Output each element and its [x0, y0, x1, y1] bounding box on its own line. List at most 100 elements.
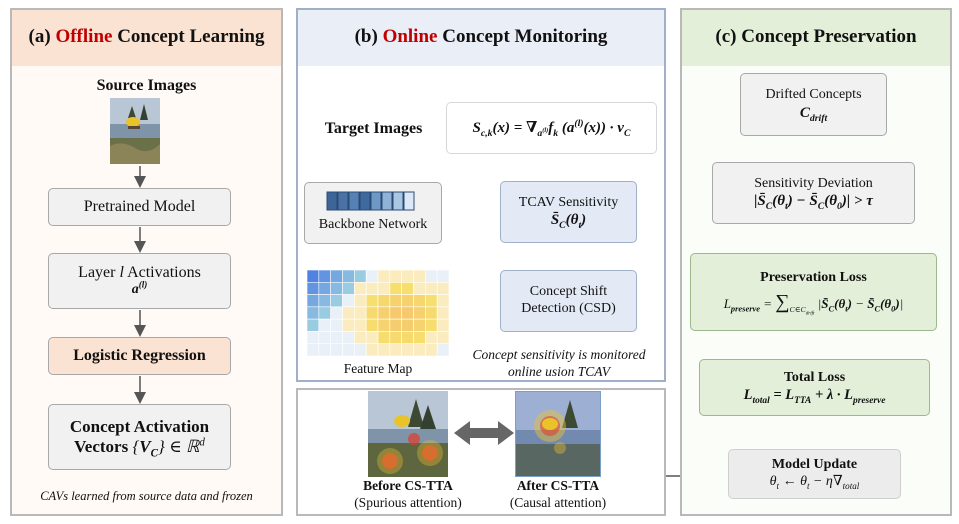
- sensitivity-deviation-formula: |S̄C(θt) − S̄C(θ0)| > τ: [754, 193, 873, 213]
- feature-map-cell: [342, 318, 355, 332]
- feature-map-cell: [354, 281, 367, 295]
- panel-a-title: (a) Offline Concept Learning: [28, 26, 265, 47]
- feature-map-cell: [330, 269, 343, 283]
- feature-map-cell: [354, 318, 367, 332]
- cav-box: Concept Activation Vectors {VC} ∈ ℝd: [48, 404, 231, 470]
- feature-map-cell: [401, 306, 414, 320]
- feature-map-cell: [425, 331, 438, 345]
- double-arrow-icon: [454, 421, 514, 445]
- before-cs-tta-image: [368, 391, 448, 477]
- feature-map-cell: [436, 269, 450, 283]
- activation-formula: a(l): [131, 279, 148, 298]
- feature-map-cell: [377, 269, 391, 283]
- sensitivity-formula: Sc,k(x) = ∇a(l)fk (a(l)(x)) · vC: [472, 118, 631, 139]
- panel-a-header: [12, 10, 281, 66]
- feature-map-cell: [306, 331, 320, 345]
- feature-map-cell: [413, 318, 426, 332]
- feature-map-cell: [318, 331, 331, 345]
- feature-map-cell: [365, 306, 379, 320]
- feature-map-cell: [425, 269, 438, 283]
- source-images-label: Source Images: [96, 77, 197, 94]
- feature-map-cell: [354, 331, 367, 345]
- backbone-network-label: Backbone Network: [318, 217, 428, 232]
- csd-label-line1: Concept Shift: [529, 284, 608, 300]
- feature-map-cell: [365, 343, 379, 357]
- feature-map-cell: [401, 269, 414, 283]
- feature-map-cell: [389, 306, 402, 320]
- feature-map-cell: [318, 306, 331, 320]
- feature-map-cell: [330, 281, 343, 295]
- feature-map-cell: [413, 306, 426, 320]
- feature-map-cell: [354, 343, 367, 357]
- feature-map-cell: [365, 331, 379, 345]
- feature-map-cell: [354, 306, 367, 320]
- total-loss-formula: Ltotal = LTTA + λ · Lpreserve: [743, 387, 886, 407]
- panel-b-header: [298, 10, 664, 66]
- preservation-loss-label: Preservation Loss: [760, 269, 867, 285]
- sensitivity-deviation-label: Sensitivity Deviation: [754, 175, 873, 191]
- feature-map-cell: [389, 318, 402, 332]
- pretrained-model-box: Pretrained Model: [48, 188, 231, 226]
- after-cs-tta-caption: After CS-TTA (Causal attention): [509, 478, 607, 510]
- feature-map-cell: [354, 269, 367, 283]
- feature-map-cell: [401, 318, 414, 332]
- feature-map-cell: [401, 343, 414, 357]
- feature-map-cell: [425, 343, 438, 357]
- feature-map-cell: [401, 331, 414, 345]
- feature-map-cell: [413, 269, 426, 283]
- feature-map-cell: [306, 306, 320, 320]
- panel-b-title: (b) Online Concept Monitoring: [354, 26, 608, 47]
- preservation-loss-formula: Lpreserve = ∑C∈Cdrift |S̄C(θt) − S̄C(θ0)…: [723, 291, 904, 317]
- feature-map-cell: [401, 294, 414, 308]
- layer-activations-label: Layer l Activations: [78, 264, 201, 281]
- logistic-regression-label: Logistic Regression: [73, 347, 206, 365]
- drifted-concepts-symbol: Cdrift: [799, 104, 828, 124]
- feature-map-cell: [342, 269, 355, 283]
- feature-map-heatmap: [306, 269, 450, 357]
- sensitivity-deviation-box: Sensitivity Deviation |S̄C(θt) − S̄C(θ0)…: [712, 162, 915, 224]
- feature-map-cell: [413, 343, 426, 357]
- logistic-regression-box: Logistic Regression: [48, 337, 231, 375]
- feature-map-cell: [330, 331, 343, 345]
- backbone-network-box: Backbone Network: [304, 182, 442, 244]
- total-loss-box: Total Loss Ltotal = LTTA + λ · Lpreserve: [699, 359, 930, 416]
- feature-map-cell: [306, 269, 320, 283]
- tcav-sensitivity-label: TCAV Sensitivity: [518, 194, 619, 210]
- feature-map-cell: [365, 318, 379, 332]
- feature-map-cell: [365, 294, 379, 308]
- feature-map-cell: [389, 343, 402, 357]
- feature-map-cell: [436, 318, 450, 332]
- feature-map-cell: [389, 294, 402, 308]
- before-cs-tta-caption: Before CS-TTA (Spurious attention): [354, 478, 462, 510]
- backbone-layers-icon: [326, 191, 415, 211]
- feature-map-cell: [389, 331, 402, 345]
- panel-c-title: (c) Concept Preservation: [715, 26, 917, 47]
- feature-map-cell: [330, 306, 343, 320]
- feature-map-cell: [377, 343, 391, 357]
- feature-map-cell: [425, 318, 438, 332]
- feature-map-cell: [413, 294, 426, 308]
- drifted-concepts-box: Drifted Concepts Cdrift: [740, 73, 887, 136]
- feature-map-cell: [330, 343, 343, 357]
- feature-map-cell: [436, 343, 450, 357]
- feature-map-cell: [330, 294, 343, 308]
- layer-activations-box: Layer l Activations a(l): [48, 253, 231, 309]
- model-update-box: Model Update θt ← θt − η∇total: [728, 449, 901, 499]
- feature-map-cell: [306, 281, 320, 295]
- tcav-sensitivity-box: TCAV Sensitivity S̄C(θt): [500, 181, 637, 243]
- feature-map-cell: [318, 281, 331, 295]
- feature-map-cell: [354, 294, 367, 308]
- pretrained-model-label: Pretrained Model: [83, 198, 196, 216]
- feature-map-cell: [342, 331, 355, 345]
- feature-map-cell: [425, 306, 438, 320]
- feature-map-cell: [318, 318, 331, 332]
- feature-map-cell: [330, 318, 343, 332]
- feature-map-cell: [365, 281, 379, 295]
- feature-map-cell: [389, 269, 402, 283]
- feature-map-cell: [389, 281, 402, 295]
- feature-map-cell: [377, 318, 391, 332]
- feature-map-cell: [342, 306, 355, 320]
- tcav-formula: S̄C(θt): [550, 212, 587, 232]
- feature-map-cell: [365, 269, 379, 283]
- feature-map-cell: [436, 306, 450, 320]
